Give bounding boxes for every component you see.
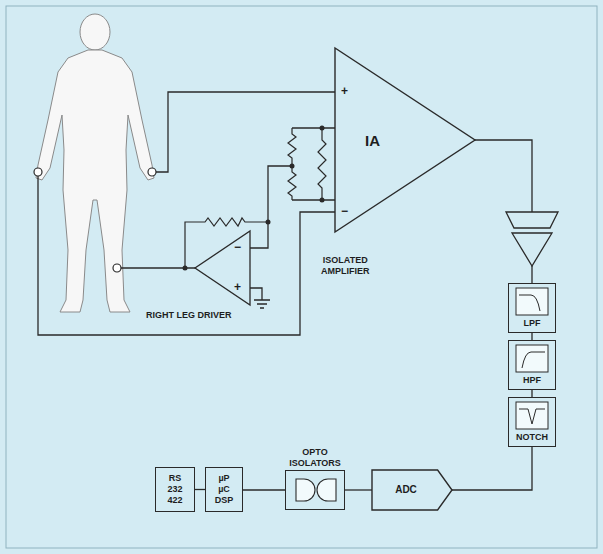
pin-sign: + (233, 281, 242, 294)
ground-symbol (250, 288, 270, 308)
human-figure (36, 14, 154, 312)
isolation-barrier (506, 212, 558, 228)
block-caption: ISOLATED AMPLIFIER (320, 255, 371, 277)
amplifier-symbol (512, 233, 552, 266)
pin-sign: − (233, 241, 242, 254)
processor-block: µP µC DSP (205, 467, 243, 512)
signal-wire (345, 489, 372, 490)
signal-wire (452, 447, 532, 490)
block-label: HPF (523, 375, 541, 386)
instrumentation-amplifier: IA (335, 48, 475, 232)
signal-wire (531, 333, 532, 340)
adc-block: ADC (372, 470, 452, 510)
low-pass-filter: LPF (508, 283, 556, 333)
pin-sign: − (340, 205, 349, 218)
block-heading: OPTO ISOLATORS (289, 447, 341, 471)
op-amp-symbol (195, 231, 250, 305)
high-pass-filter: HPF (508, 340, 556, 390)
signal-wire (195, 489, 205, 490)
filter-icon (516, 288, 548, 429)
block-label: ADC (395, 484, 417, 496)
notch-filter: NOTCH (508, 397, 556, 447)
amplifier-outline (335, 48, 475, 232)
block-caption: RIGHT LEG DRIVER (145, 310, 233, 321)
electrode (34, 168, 156, 272)
block-label: µP µC DSP (215, 473, 234, 506)
resistor-symbol (185, 128, 326, 268)
block-label: NOTCH (516, 432, 548, 443)
block-label: IA (365, 132, 380, 149)
block-label: LPF (524, 318, 541, 329)
signal-wire (531, 390, 532, 397)
outline (335, 48, 475, 232)
signal-wire (243, 489, 285, 490)
optoisolator-block: OPTO ISOLATORS (285, 470, 345, 510)
block-label: RS 232 422 (167, 473, 182, 506)
optocoupler-symbol (296, 479, 336, 501)
outline (372, 470, 452, 510)
pin-sign: + (340, 85, 349, 98)
junction-dot (183, 126, 325, 271)
serial-port-block: RS 232 422 (155, 467, 195, 512)
frame (6, 6, 597, 548)
